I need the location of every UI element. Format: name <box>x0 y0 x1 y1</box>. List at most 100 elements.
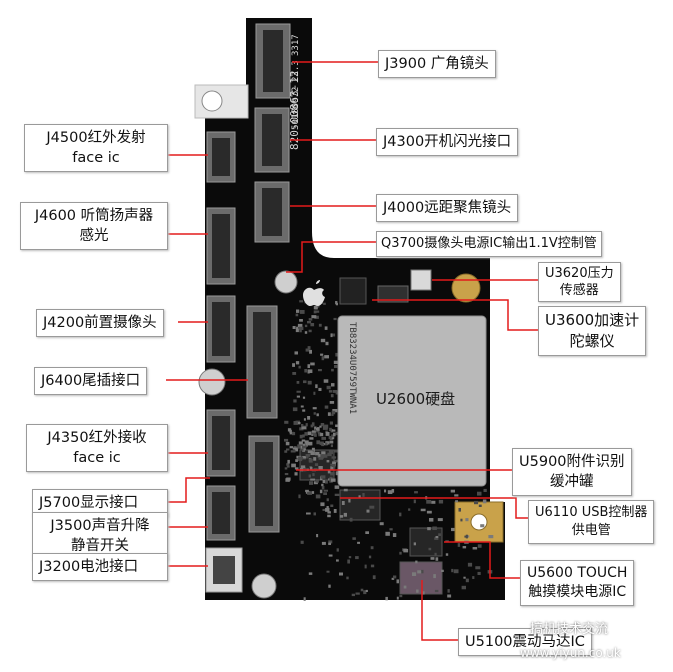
smd-part <box>335 301 338 305</box>
smd-part <box>305 423 308 427</box>
smd-part <box>315 479 319 483</box>
smd-part <box>287 428 292 432</box>
smd-part <box>302 409 306 412</box>
smd-part <box>292 326 296 329</box>
smd-part <box>412 572 417 576</box>
watermark-title: 搞机技术交流 <box>530 622 609 637</box>
connector-j4200 <box>206 295 236 363</box>
smd-part <box>325 441 329 444</box>
smd-part <box>396 596 399 600</box>
smd-part <box>284 467 288 470</box>
smd-part <box>318 323 322 327</box>
leader-u5100 <box>421 580 458 641</box>
smd-part <box>348 556 352 559</box>
smd-part <box>308 329 312 333</box>
smd-part <box>294 448 299 452</box>
smd-part <box>311 447 315 452</box>
smd-part <box>333 432 336 437</box>
u3600-chip <box>377 285 409 303</box>
smd-part <box>343 512 347 517</box>
smd-part <box>328 449 333 453</box>
smd-part <box>385 596 388 601</box>
connector-j6400 <box>246 305 278 419</box>
smd-part <box>332 466 336 469</box>
smd-part <box>457 543 461 547</box>
smd-part <box>318 369 322 372</box>
smd-part <box>391 489 395 493</box>
smd-part <box>301 426 306 430</box>
smd-part <box>296 390 301 393</box>
smd-part <box>286 448 290 451</box>
smd-part <box>313 457 317 461</box>
smd-part <box>365 589 368 592</box>
smd-part <box>303 443 306 446</box>
smd-part <box>297 444 301 449</box>
smd-part <box>299 329 302 333</box>
smd-part <box>349 517 353 522</box>
label-u6110-line1: U6110 USB控制器 <box>535 505 648 520</box>
smd-part <box>458 508 461 512</box>
smd-part <box>317 432 322 435</box>
smd-part <box>316 534 319 538</box>
smd-part <box>311 422 315 426</box>
smd-part <box>299 326 304 330</box>
smd-part <box>321 423 324 426</box>
smd-part <box>360 588 364 592</box>
gold-pad-top <box>451 273 481 303</box>
smd-part <box>312 430 317 433</box>
label-u3600-line2: 陀螺仪 <box>569 332 615 350</box>
smd-part <box>472 547 478 550</box>
smd-part <box>329 401 335 404</box>
smd-part <box>307 380 312 385</box>
smd-part <box>302 396 306 399</box>
smd-part <box>304 369 307 373</box>
smd-part <box>343 488 348 492</box>
smd-part <box>399 551 402 555</box>
leader-u6110 <box>340 497 528 519</box>
smd-part <box>416 589 419 593</box>
smd-part <box>391 577 395 580</box>
smd-part <box>296 395 300 398</box>
smd-part <box>313 310 317 314</box>
smd-part <box>292 407 298 412</box>
smd-part <box>393 575 397 579</box>
smd-part <box>396 579 399 584</box>
connector-j3500 <box>206 485 236 541</box>
smd-part <box>330 504 334 507</box>
smd-part <box>305 454 311 457</box>
smd-part <box>335 471 339 476</box>
smd-part <box>304 331 308 334</box>
smd-part <box>329 440 334 444</box>
smd-part <box>298 441 303 445</box>
smd-part <box>427 527 431 531</box>
smd-part <box>453 569 459 574</box>
smd-part <box>321 443 325 447</box>
smd-part <box>323 489 328 492</box>
board-version: 23.3 <box>291 60 301 82</box>
label-u6110-line2: 供电管 <box>571 523 611 538</box>
smd-part <box>313 481 318 485</box>
smd-part <box>447 594 452 598</box>
u2600-storage-chip: U2600硬盘 TB83234U0759TWNA1 <box>337 315 487 487</box>
smd-part <box>352 537 356 540</box>
smd-part <box>462 546 467 549</box>
smd-part <box>372 575 376 580</box>
smd-part <box>311 491 315 494</box>
smd-part <box>307 364 310 368</box>
smd-part <box>328 542 331 545</box>
smd-part <box>327 514 331 518</box>
smd-part <box>368 555 372 559</box>
smd-part <box>351 593 355 597</box>
gold-pad-bottom <box>454 501 504 543</box>
board-serial: 50180972 <box>291 87 301 130</box>
smd-part <box>318 434 322 437</box>
smd-part <box>362 493 365 497</box>
smd-part <box>297 323 303 328</box>
smd-part <box>482 499 487 504</box>
smd-part <box>293 421 298 425</box>
smd-part <box>465 578 469 583</box>
smd-part <box>426 510 432 514</box>
label-j4200: J4200前置摄像头 <box>36 309 164 337</box>
screw-3 <box>251 573 277 599</box>
